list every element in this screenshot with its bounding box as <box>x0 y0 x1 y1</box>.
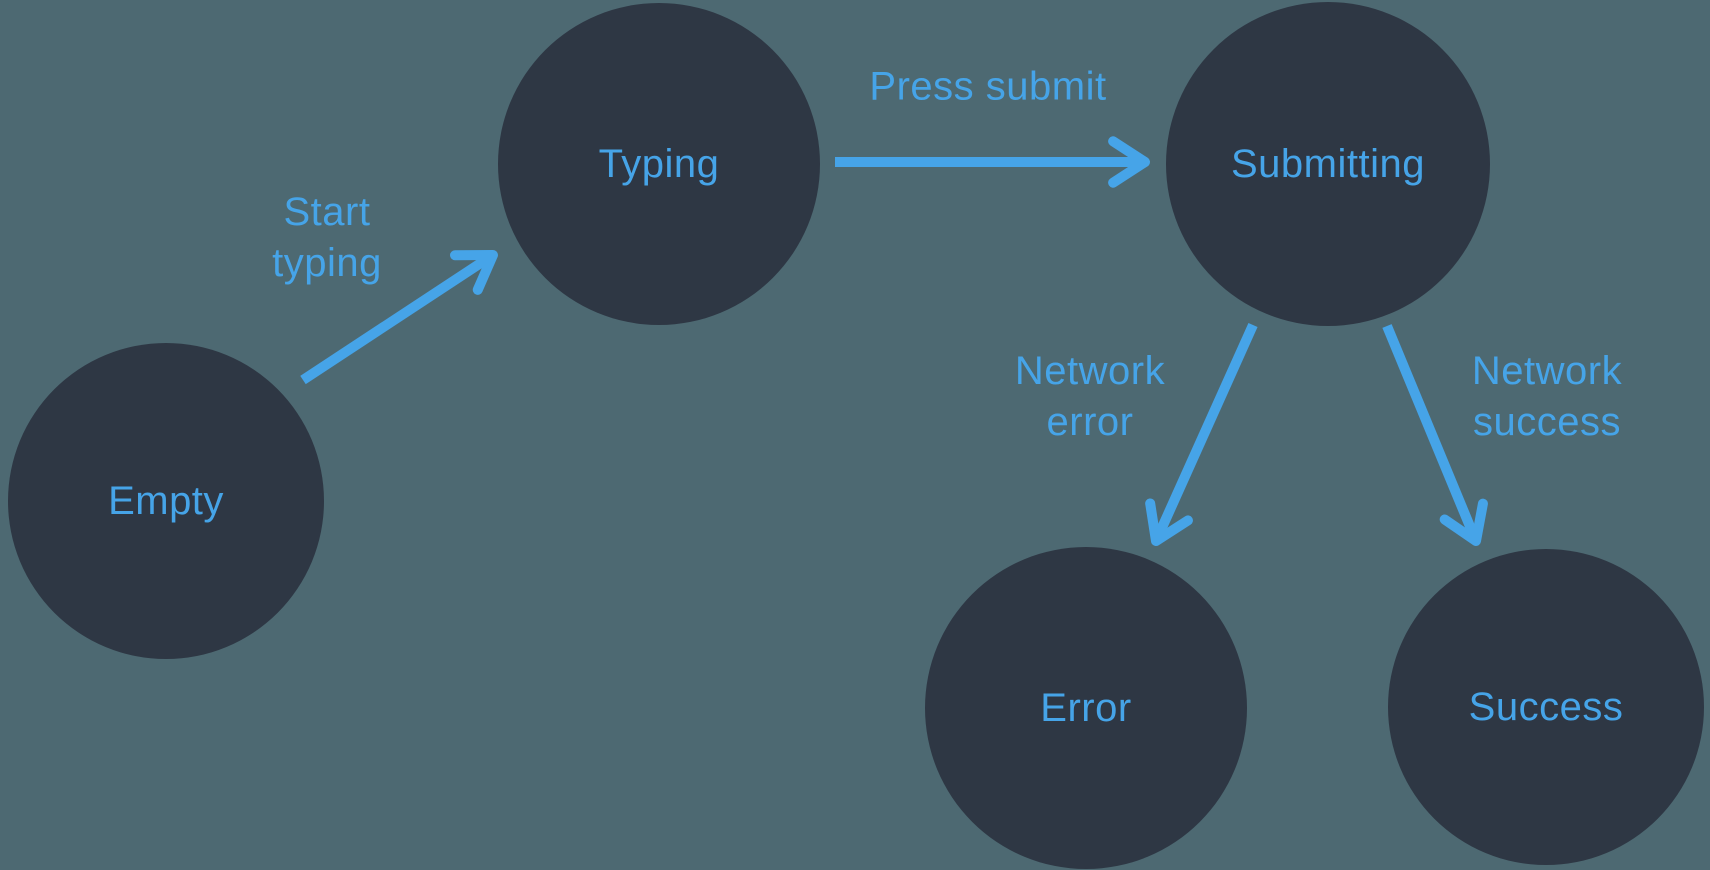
state-node-label-submitting: Submitting <box>1231 141 1425 186</box>
arrowhead-icon-network-success <box>1439 498 1488 546</box>
arrow-shaft-network-error <box>1153 322 1258 539</box>
transition-arrow-network-error <box>1145 322 1258 546</box>
state-node-error: Error <box>925 547 1247 869</box>
state-node-label-typing: Typing <box>598 141 720 186</box>
state-node-success: Success <box>1388 549 1704 865</box>
transition-arrow-network-success <box>1382 324 1488 546</box>
arrow-shaft-network-success <box>1382 324 1479 539</box>
state-node-label-success: Success <box>1468 684 1624 729</box>
state-node-typing: Typing <box>498 3 820 325</box>
state-node-label-error: Error <box>1040 685 1132 730</box>
state-node-empty: Empty <box>8 343 324 659</box>
transition-label-network-success: Network success <box>1471 349 1623 444</box>
arrowhead-icon-network-error <box>1145 498 1193 546</box>
transition-label-press-submit: Press submit <box>869 64 1107 109</box>
state-node-submitting: Submitting <box>1166 2 1490 326</box>
transition-label-network-error: Network error <box>1014 349 1166 444</box>
arrowhead-icon-start-typing <box>450 250 498 295</box>
arrowhead-icon-press-submit <box>1108 136 1150 188</box>
state-node-label-empty: Empty <box>108 478 224 523</box>
transition-label-start-typing: Start typing <box>272 190 382 285</box>
transition-arrow-press-submit <box>835 136 1150 188</box>
